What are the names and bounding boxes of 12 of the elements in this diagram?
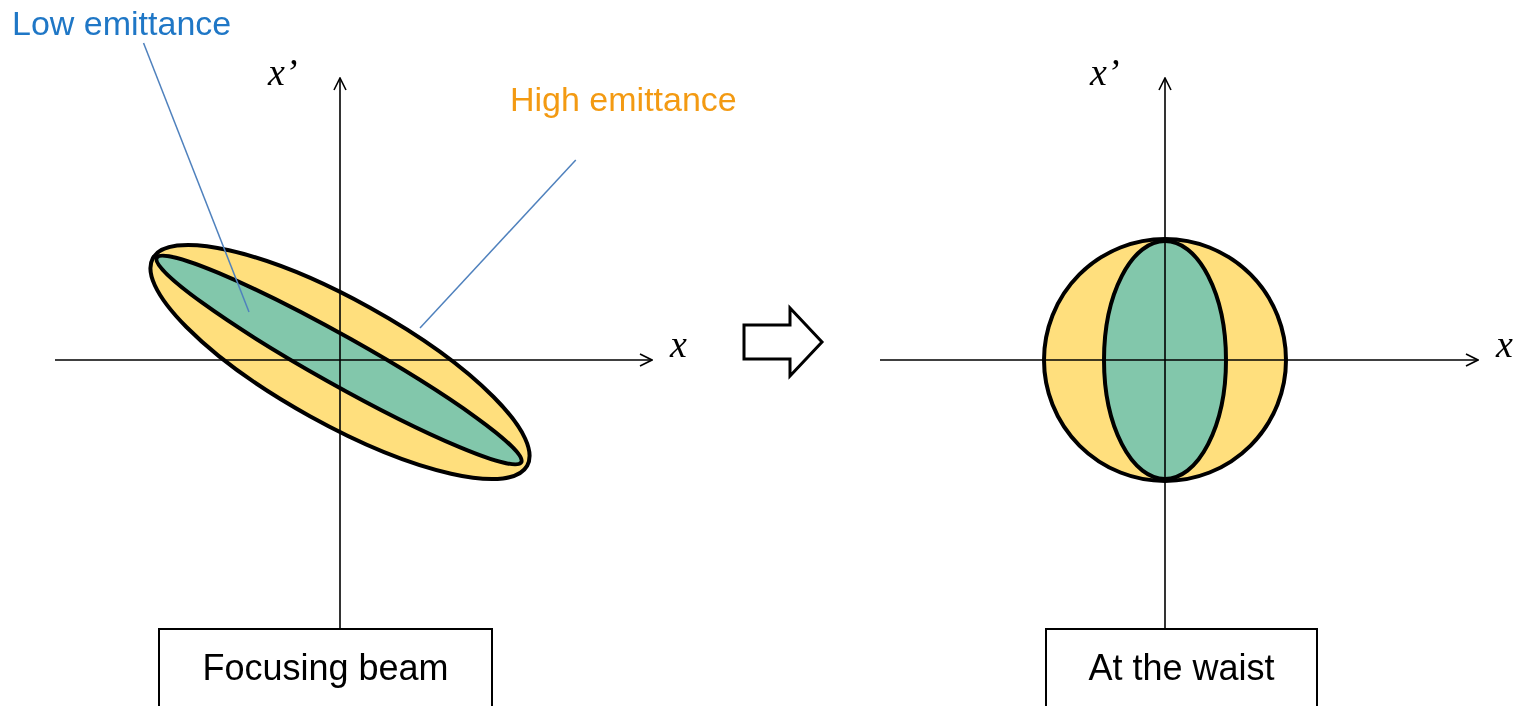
leader-line (419, 159, 577, 329)
leader-line (142, 42, 250, 313)
axis-label: x (670, 322, 687, 366)
phase-circle (1042, 237, 1288, 483)
phase-ellipse (1102, 239, 1228, 481)
axis-label: x’ (1090, 50, 1120, 94)
axis-label: x (1496, 322, 1513, 366)
caption-box: Focusing beam (158, 628, 493, 706)
caption-box: At the waist (1045, 628, 1318, 706)
callout-text: High emittance (510, 80, 737, 119)
callout-text: Low emittance (12, 4, 232, 43)
axis-label: x’ (268, 50, 298, 94)
